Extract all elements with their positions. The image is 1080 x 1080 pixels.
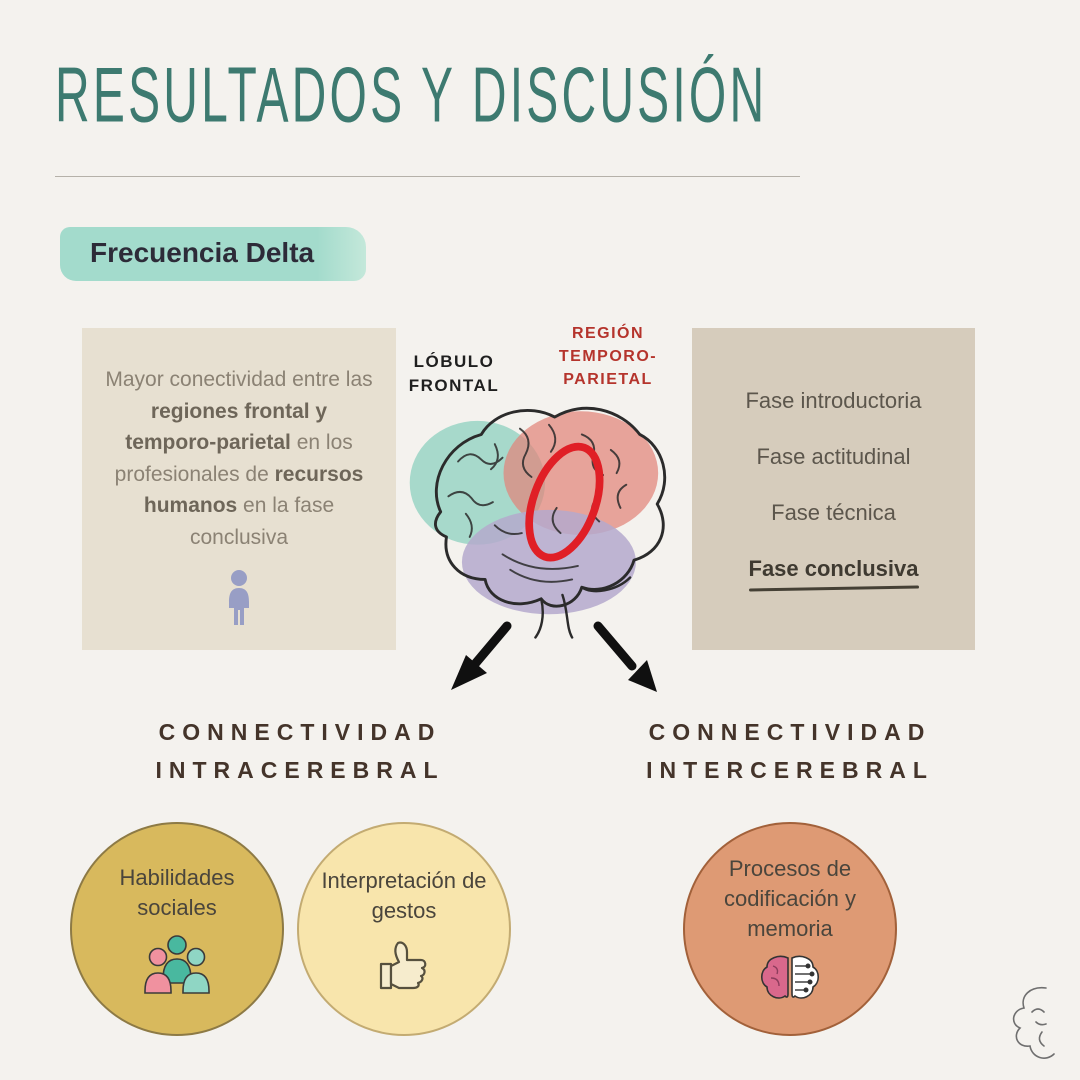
person-icon <box>229 570 249 625</box>
intracerebral-header: CONNECTIVIDAD INTRACEREBRAL <box>110 714 490 790</box>
bubble-procesos-codificacion-memoria: Procesos de codificación y memoria <box>683 822 897 1036</box>
brain-memory-icon <box>760 955 820 999</box>
arrow-left-head <box>451 655 487 690</box>
bubble-label: Procesos de codificación y memoria <box>723 856 857 941</box>
finding-seg-1: Mayor conectividad entre las <box>105 368 373 391</box>
region-label-line3: PARIETAL <box>563 371 653 389</box>
finding-box: Mayor conectividad entre las regiones fr… <box>82 328 396 650</box>
intercerebral-header: CONNECTIVIDAD INTERCEREBRAL <box>600 714 980 790</box>
hand-underline <box>748 585 919 592</box>
phase-conclusiva: Fase conclusiva <box>748 556 919 592</box>
brain-gyri-lines <box>447 423 628 583</box>
phase-actitudinal: Fase actitudinal <box>756 444 911 469</box>
finding-seg-3: en los profesionales de <box>114 431 353 486</box>
bubble-interpretacion-gestos: Interpretación de gestos <box>297 822 511 1036</box>
arrow-right-shaft <box>593 621 637 671</box>
posterior-region-blob <box>461 509 636 615</box>
finding-seg-5: en la fase conclusiva <box>189 494 335 549</box>
phase-introductoria: Fase introductoria <box>745 388 922 413</box>
intracerebral-header-line2: INTRACEREBRAL <box>155 756 445 783</box>
brain-illustration <box>409 406 667 639</box>
red-highlight-ring <box>525 442 604 562</box>
page-title: RESULTADOS Y DISCUSIÓN <box>55 51 768 139</box>
intercerebral-header-line1: CONNECTIVIDAD <box>648 719 932 745</box>
bubble-label: Habilidades sociales <box>119 865 235 920</box>
thumbs-up-icon <box>379 941 427 989</box>
section-label-frecuencia-delta: Frecuencia Delta <box>60 227 367 281</box>
region-label-line2: TEMPORO- <box>558 348 658 366</box>
phases-box: Fase introductoria Fase actitudinal Fase… <box>692 328 975 650</box>
bubble-habilidades-sociales: Habilidades sociales <box>70 822 284 1036</box>
phase-conclusiva-label: Fase conclusiva <box>748 556 919 581</box>
temporo-parietal-label: REGIÓN TEMPORO- PARIETAL <box>538 322 678 392</box>
frontal-label-line2: FRONTAL <box>408 375 500 395</box>
finding-seg-2-bold: regiones frontal y temporo-parietal <box>125 399 328 455</box>
frontal-label-line1: LÓBULO <box>413 352 495 371</box>
brain-outline <box>434 406 667 639</box>
finding-text: Mayor conectividad entre las regiones fr… <box>104 364 374 553</box>
intercerebral-header-line2: INTERCEREBRAL <box>646 756 934 783</box>
phase-tecnica: Fase técnica <box>771 500 896 525</box>
frontal-lobe-label: LÓBULO FRONTAL <box>398 350 510 398</box>
branch-arrows <box>451 621 657 692</box>
bubble-label: Interpretación de gestos <box>321 868 487 923</box>
region-label-line1: REGIÓN <box>571 325 645 342</box>
arrow-left-shaft <box>470 621 512 669</box>
logo-sketch <box>1012 986 1055 1059</box>
finding-seg-4-bold: recursos humanos <box>143 462 364 518</box>
intracerebral-header-line1: CONNECTIVIDAD <box>158 719 442 745</box>
arrow-right-head <box>628 660 657 692</box>
people-group-icon <box>144 934 210 994</box>
divider-line <box>55 176 800 177</box>
